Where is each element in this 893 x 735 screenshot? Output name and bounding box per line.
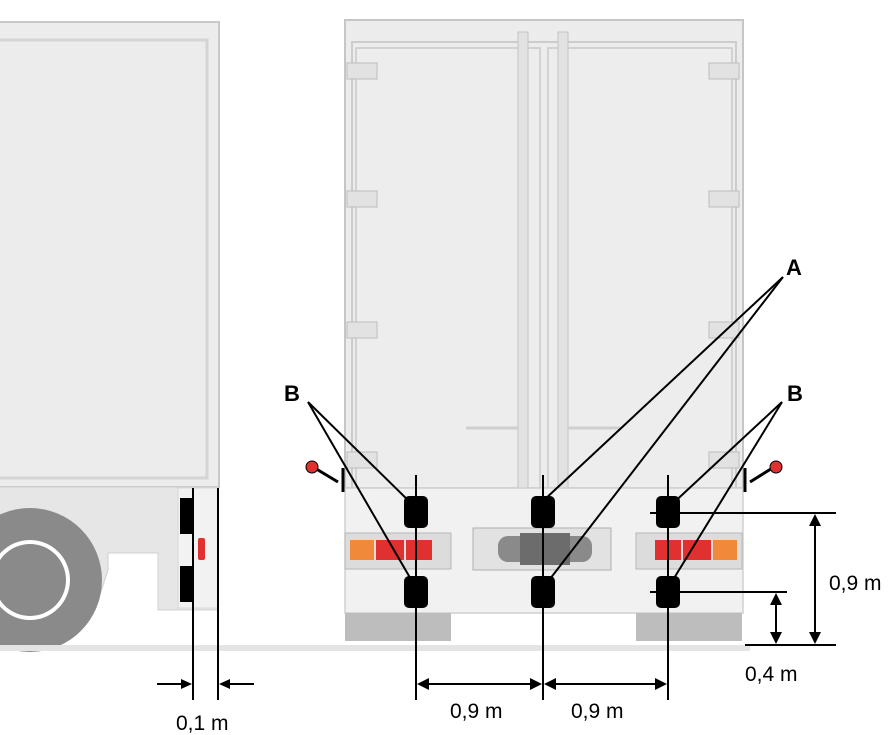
side-view: 0,1 m (0, 21, 750, 735)
ground-line (0, 645, 750, 651)
height-dim-upper-head-top (809, 514, 821, 526)
leader-lines-a (542, 276, 784, 589)
rear-view: A B B 0,9 m 0,9 m 0,9 m 0,4 m (284, 19, 882, 723)
side-dim-arrowhead-left (181, 679, 192, 689)
left-tail-lamp (344, 532, 452, 570)
leader-lines-b-right (667, 401, 783, 589)
mud-flap-left (345, 613, 451, 641)
hinge (708, 62, 740, 80)
side-reflector-upper (180, 498, 194, 534)
reflector-upper-center (531, 496, 555, 528)
label-b-left: B (284, 381, 300, 406)
side-box-panel (0, 38, 209, 480)
marker-lamp-left (305, 460, 345, 492)
label-b-right: B (787, 381, 803, 406)
reflector-lower-center (531, 576, 555, 608)
hinge (346, 190, 378, 208)
hinge (346, 62, 378, 80)
upper-height-label: 0,9 m (829, 572, 882, 595)
rear-door-right (547, 47, 733, 489)
spacing-dim-left-head-a (417, 678, 429, 690)
leader-lines-b-left (307, 401, 417, 589)
spacing-dim-right-head-a (544, 678, 556, 690)
side-reflector-lower (180, 566, 194, 602)
reflector-upper-left (404, 496, 428, 528)
reflector-lower-left (404, 576, 428, 608)
spacing-dim-left-head-b (530, 678, 542, 690)
side-offset-label: 0,1 m (176, 712, 229, 735)
label-a: A (786, 255, 802, 280)
hinge (346, 451, 378, 469)
spacing-left-label: 0,9 m (450, 700, 503, 723)
side-wheel-hub-inner (0, 544, 66, 616)
lower-height-label: 0,4 m (745, 663, 798, 686)
hinge (708, 190, 740, 208)
mud-flap-right (636, 613, 742, 641)
height-dim-lower-head-bottom (770, 632, 782, 644)
rear-door-left (355, 47, 541, 489)
side-dim-arrowhead-right (219, 679, 230, 689)
hinge (346, 321, 378, 339)
side-box-body (0, 21, 220, 488)
spacing-dim-right-head-b (655, 678, 667, 690)
height-dim-lower-head-top (770, 593, 782, 605)
hinge (708, 321, 740, 339)
height-dim-upper-head-bottom (809, 632, 821, 644)
lock-bar-left (517, 31, 529, 495)
right-tail-lamp (635, 532, 743, 570)
side-marker-light (198, 538, 205, 560)
spacing-right-label: 0,9 m (571, 700, 624, 723)
lock-bar-right (557, 31, 569, 495)
marker-lamp-right (743, 460, 783, 492)
